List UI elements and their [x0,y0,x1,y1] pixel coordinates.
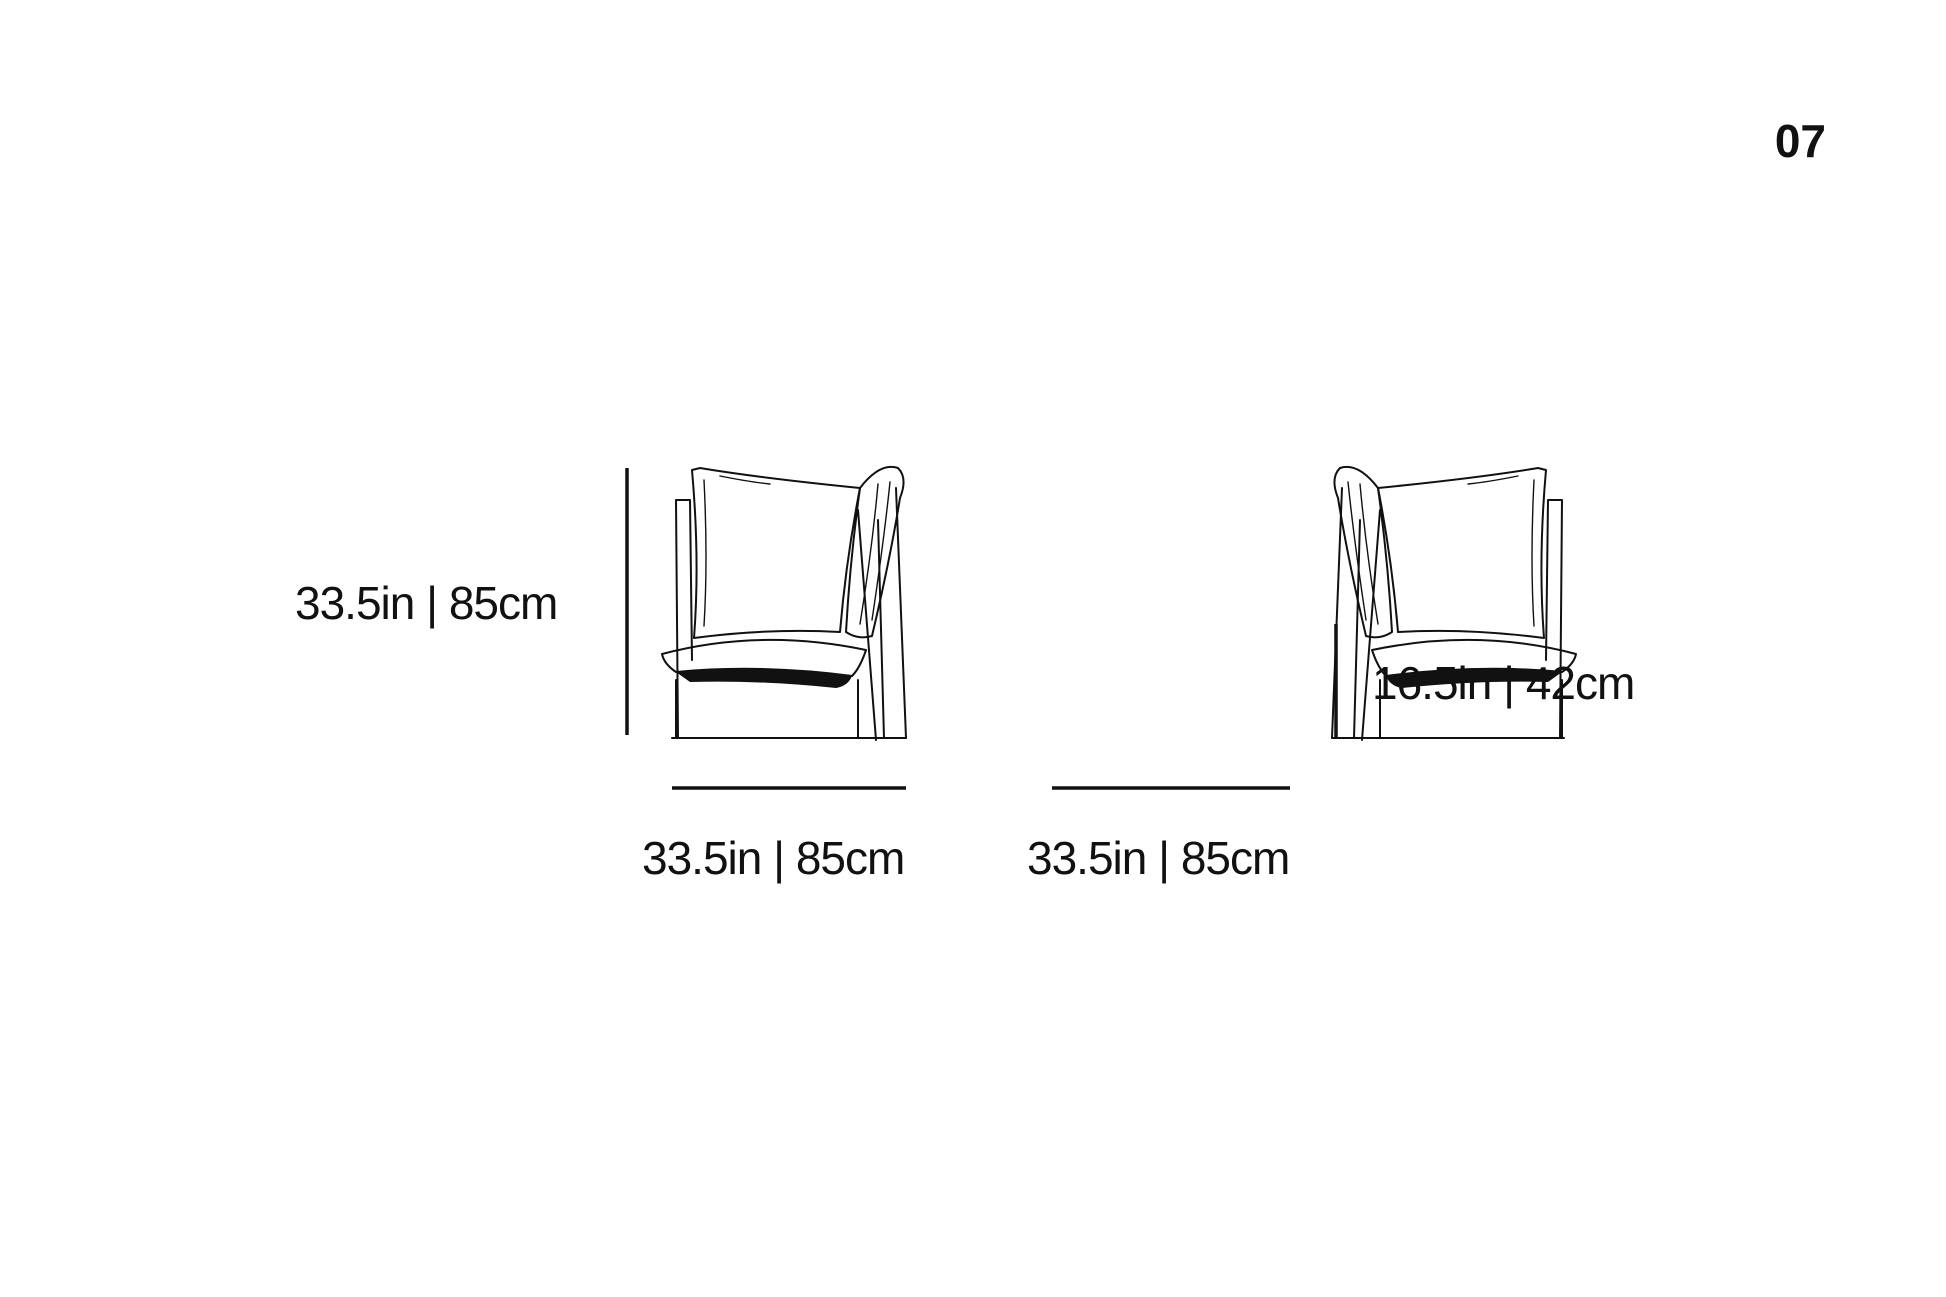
left-seat-cushion [661,638,867,677]
left-arm-bolster [845,466,905,639]
right-arm-bolster [1333,466,1393,639]
page-number: 07 [1774,115,1826,167]
left-seat-shadow [676,668,852,688]
left-base-sides [675,679,859,739]
right-arm-body [1331,487,1381,741]
right-seat-cushion [1371,638,1577,677]
height-dimension-label: 33.5in | 85cm [295,577,558,629]
left-arm-body [857,487,907,741]
right-base-sides [1379,679,1563,739]
right-back-cushion-seam [1467,475,1519,485]
right-back-frame [1545,499,1563,739]
left-back-cushion [691,467,861,639]
right-corner-module [1331,466,1577,741]
right-seat-shadow [1386,668,1562,688]
left-bolster-folds [859,481,891,625]
left-corner-module [661,466,907,741]
right-width-dimension-label: 33.5in | 85cm [1027,832,1290,884]
left-back-cushion-seam [719,475,771,485]
left-width-dimension-label: 33.5in | 85cm [642,832,905,884]
right-back-cushion-fold [1531,479,1535,627]
left-back-cushion-fold [703,479,707,627]
right-back-cushion [1377,467,1547,639]
right-bolster-folds [1347,481,1379,625]
left-back-frame [675,499,693,739]
